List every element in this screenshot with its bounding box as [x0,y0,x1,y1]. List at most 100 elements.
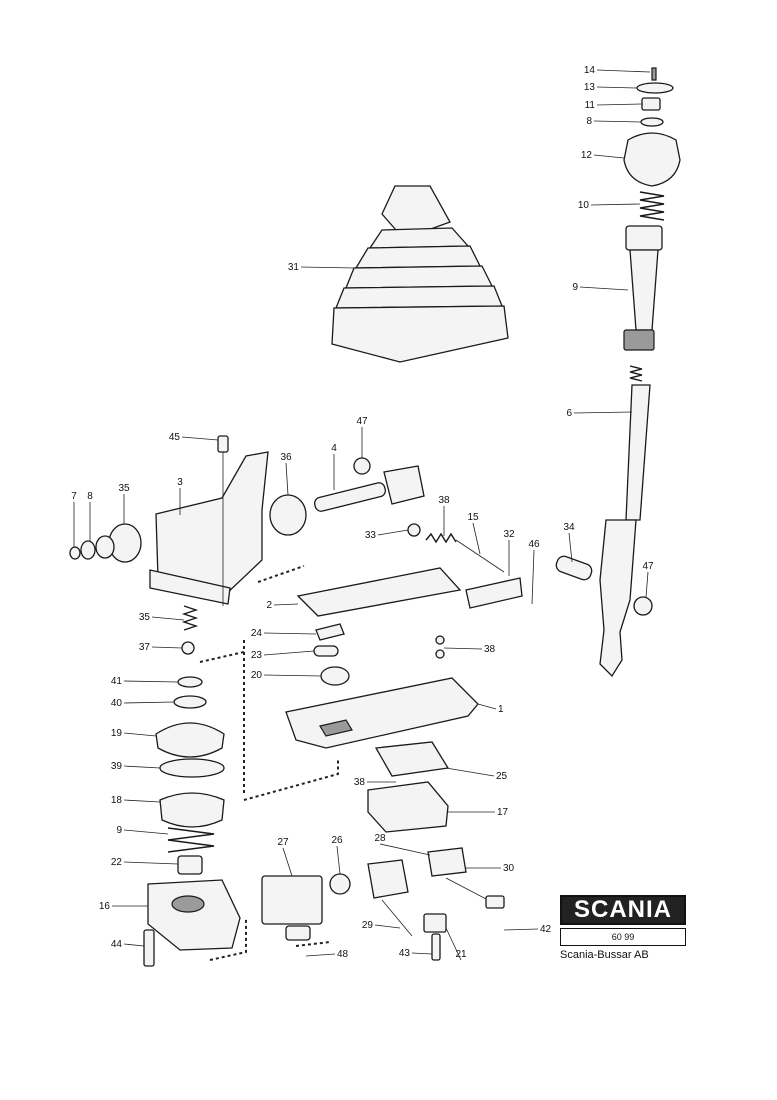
callout-leader-1 [477,703,497,710]
callout-leader-39 [123,765,161,769]
callout-leader-46 [531,549,535,605]
callout-label-13: 13 [584,82,596,93]
callout-leader-23 [263,650,315,656]
callout-label-8: 8 [586,116,592,127]
callout-leader-37 [151,646,183,649]
callout-leader-9 [579,286,629,291]
callout-label-43: 43 [399,948,411,959]
callout-leader-2 [273,603,299,606]
callout-label-46: 46 [528,539,540,550]
callout-leader-8 [593,120,642,123]
callout-leader-47 [645,571,649,598]
callout-label-23: 23 [251,650,263,661]
callout-label-27: 27 [277,837,289,848]
callout-label-31: 31 [288,262,300,273]
callout-leader-27 [282,847,293,877]
callout-leader-36 [285,462,289,496]
callout-label-25: 25 [496,771,508,782]
housing-assembly [69,435,425,655]
callout-label-37: 37 [139,642,151,653]
callout-label-35: 35 [139,612,151,623]
callout-label-39: 39 [111,761,123,772]
callout-leader-12 [593,154,625,159]
callout-leader-15 [472,522,481,555]
assembly-outline [199,565,339,801]
callout-label-10: 10 [578,200,590,211]
callout-label-40: 40 [111,698,123,709]
callout-leader-41 [123,680,179,683]
callout-label-17: 17 [497,807,509,818]
callout-label-47: 47 [642,561,654,572]
callout-leader-22 [123,861,179,865]
callout-leader-9 [123,829,169,835]
callout-leader-29 [374,924,401,929]
callout-label-20: 20 [251,670,263,681]
title-block: SCANIA 60 99 Scania-Bussar AB [560,895,686,961]
callout-leader-25 [445,767,495,777]
callout-leader-24 [263,632,317,635]
callout-leader-31 [300,266,356,269]
callout-label-12: 12 [581,150,593,161]
scania-logo: SCANIA [560,895,686,925]
callout-leader-38 [443,647,483,650]
callout-label-14: 14 [584,65,596,76]
callout-label-44: 44 [111,939,123,950]
callout-label-9: 9 [572,282,578,293]
callout-label-3: 3 [177,477,183,488]
base-plate [285,677,479,749]
callout-leader-21 [445,927,462,961]
callout-label-18: 18 [111,795,123,806]
callout-label-4: 4 [331,443,337,454]
company-name: Scania-Bussar AB [560,949,649,961]
callout-leader-35 [151,616,185,621]
callout-label-2: 2 [266,600,272,611]
callout-label-6: 6 [566,408,572,419]
callout-label-47: 47 [356,416,368,427]
callout-leader-34 [568,532,573,563]
callout-label-1: 1 [498,704,504,715]
callout-leader-26 [336,845,341,875]
callout-leader-42 [503,928,539,931]
callout-label-48: 48 [337,949,349,960]
lower-stack [143,676,241,967]
callout-leader-40 [123,701,175,704]
callout-leader-33 [377,529,409,536]
callout-label-36: 36 [280,452,292,463]
callout-leader-20 [263,674,322,677]
detent-blocks [261,741,505,961]
callout-label-26: 26 [331,835,343,846]
callout-leader-11 [596,103,643,106]
callout-label-33: 33 [365,530,377,541]
callout-label-30: 30 [503,863,515,874]
callout-leader-18 [123,799,161,803]
callout-label-35: 35 [118,483,130,494]
callout-label-32: 32 [503,529,515,540]
callout-label-38: 38 [438,495,450,506]
callout-label-22: 22 [111,857,123,868]
callout-label-34: 34 [563,522,575,533]
callout-leader-10 [590,203,641,206]
callout-label-24: 24 [251,628,263,639]
drawing-number: 60 99 [560,928,686,946]
callout-leader-14 [596,69,651,73]
callout-label-21: 21 [455,949,467,960]
callout-label-29: 29 [362,920,374,931]
callout-leader-19 [123,732,157,737]
callout-label-11: 11 [585,100,596,111]
callout-leader-48 [305,953,336,957]
rubber-boot [331,185,509,363]
callout-label-42: 42 [540,924,552,935]
callout-leader-13 [596,86,638,89]
callout-label-38: 38 [354,777,366,788]
callout-leader-28 [379,843,431,856]
callout-leader-6 [573,411,633,414]
callout-label-41: 41 [111,676,123,687]
callout-label-38: 38 [484,644,496,655]
lower-outline [209,918,331,961]
callout-leader-45 [181,436,219,441]
callout-label-7: 7 [71,491,77,502]
callout-label-15: 15 [467,512,479,523]
callout-label-45: 45 [169,432,181,443]
callout-label-9: 9 [116,825,122,836]
